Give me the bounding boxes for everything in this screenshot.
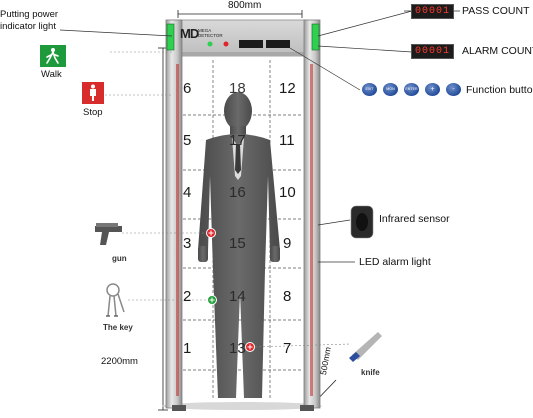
key-icon	[106, 283, 125, 317]
key-detection-marker	[207, 295, 217, 305]
led-alarm-light-label: LED alarm light	[359, 256, 431, 268]
width-dimension	[177, 10, 303, 18]
walk-sign-icon	[40, 45, 66, 67]
key-label: The key	[103, 323, 133, 332]
infrared-sensor-label: Infrared sensor	[379, 213, 450, 225]
left-pillar	[165, 19, 186, 411]
infrared-sensor-icon	[350, 205, 374, 239]
knife-icon	[349, 332, 382, 362]
function-button-label: Function button	[466, 84, 533, 96]
zone-right-9: 9	[283, 235, 292, 252]
zone-left-6: 6	[183, 80, 192, 97]
zone-mid-16: 16	[229, 184, 246, 201]
zone-right-10: 10	[279, 184, 296, 201]
zone-right-7: 7	[283, 340, 292, 357]
power-indicator-lights	[166, 23, 320, 51]
right-pillar	[300, 19, 321, 411]
width-label: 800mm	[228, 0, 262, 11]
zone-left-2: 2	[183, 288, 192, 305]
floor-shadow	[162, 402, 322, 410]
stop-label: Stop	[83, 107, 103, 118]
zone-mid-14: 14	[229, 288, 246, 305]
pass-count-label: PASS COUNT	[462, 5, 530, 17]
zone-mid-18: 18	[229, 80, 246, 97]
zone-left-4: 4	[183, 184, 192, 201]
power-light-callout: Putting power indicator light	[0, 9, 59, 32]
person-silhouette	[198, 92, 280, 398]
zone-mid-17: 17	[229, 132, 246, 149]
knife-detection-marker	[245, 342, 255, 352]
height-label: 2200mm	[101, 356, 138, 367]
plus-button[interactable]: +	[425, 83, 440, 96]
zone-left-5: 5	[183, 132, 192, 149]
alarm-counter-display: 00001	[411, 44, 455, 59]
minus-button[interactable]: -	[446, 83, 461, 96]
zone-mid-13: 13	[229, 340, 246, 357]
zone-right-8: 8	[283, 288, 292, 305]
dashed-callouts	[105, 51, 351, 348]
zone-right-12: 12	[279, 80, 296, 97]
pass-counter-display: 00001	[411, 4, 455, 19]
stop-sign-icon	[82, 82, 104, 104]
zone-left-1: 1	[183, 340, 192, 357]
brand-logo: MD	[180, 26, 199, 41]
gun-icon	[95, 223, 122, 245]
enter-button[interactable]: ENTER	[404, 83, 419, 96]
zone-left-3: 3	[183, 235, 192, 252]
crossbar-displays	[207, 40, 290, 48]
walk-label: Walk	[41, 69, 62, 80]
mon-button[interactable]: MON	[383, 83, 398, 96]
gun-detection-marker	[206, 228, 216, 238]
alarm-count-label: ALARM COUNT	[462, 45, 533, 57]
zone-right-11: 11	[279, 132, 295, 149]
brand-text: MEGA DETECTOR	[198, 28, 223, 38]
exit-button[interactable]: EXIT	[362, 83, 377, 96]
zone-mid-15: 15	[229, 235, 246, 252]
top-crossbar	[171, 19, 309, 57]
knife-label: knife	[361, 368, 380, 377]
gun-label: gun	[112, 254, 127, 263]
